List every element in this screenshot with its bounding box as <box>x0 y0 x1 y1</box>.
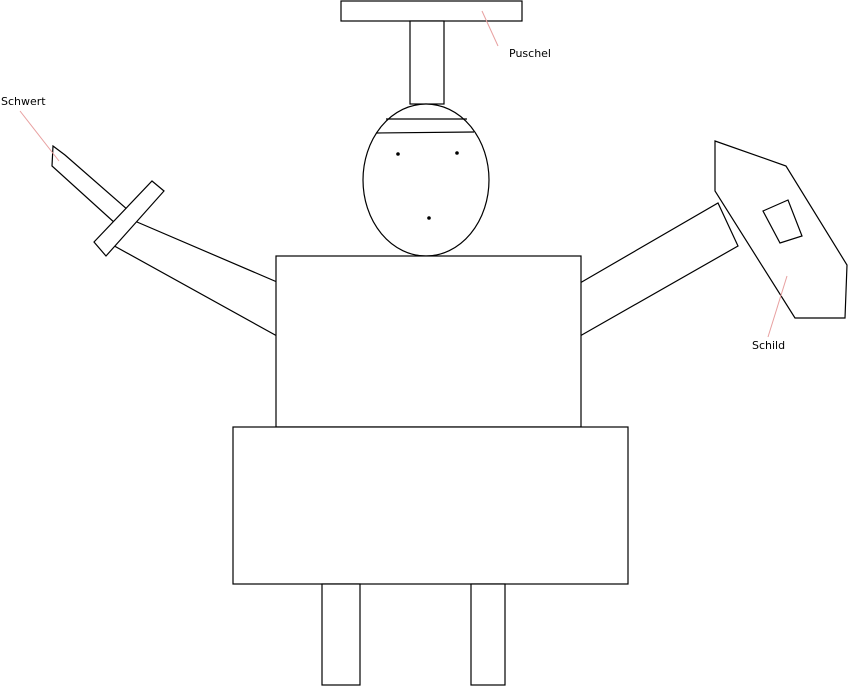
right-arm <box>579 202 739 338</box>
puschel-label: Puschel <box>509 47 551 60</box>
puschel-leader-line <box>481 10 499 47</box>
sword-crossguard <box>93 180 165 257</box>
plume-stem <box>409 20 445 105</box>
helmet-band-lower <box>375 131 475 134</box>
schwert-leader-line <box>19 110 60 162</box>
schwert-label: Schwert <box>1 95 46 108</box>
sword-blade <box>51 144 129 225</box>
right-eye <box>455 151 459 155</box>
left-arm <box>98 218 278 338</box>
left-leg <box>321 583 361 686</box>
mouth <box>427 216 431 220</box>
torso <box>275 255 582 428</box>
shield-emblem <box>762 199 803 244</box>
head <box>362 103 490 257</box>
schild-label: Schild <box>752 339 785 352</box>
right-leg <box>470 583 506 686</box>
plume-top-bar <box>340 0 523 22</box>
schild-leader-line <box>767 275 788 338</box>
lower-body <box>232 426 629 585</box>
left-eye <box>396 152 400 156</box>
